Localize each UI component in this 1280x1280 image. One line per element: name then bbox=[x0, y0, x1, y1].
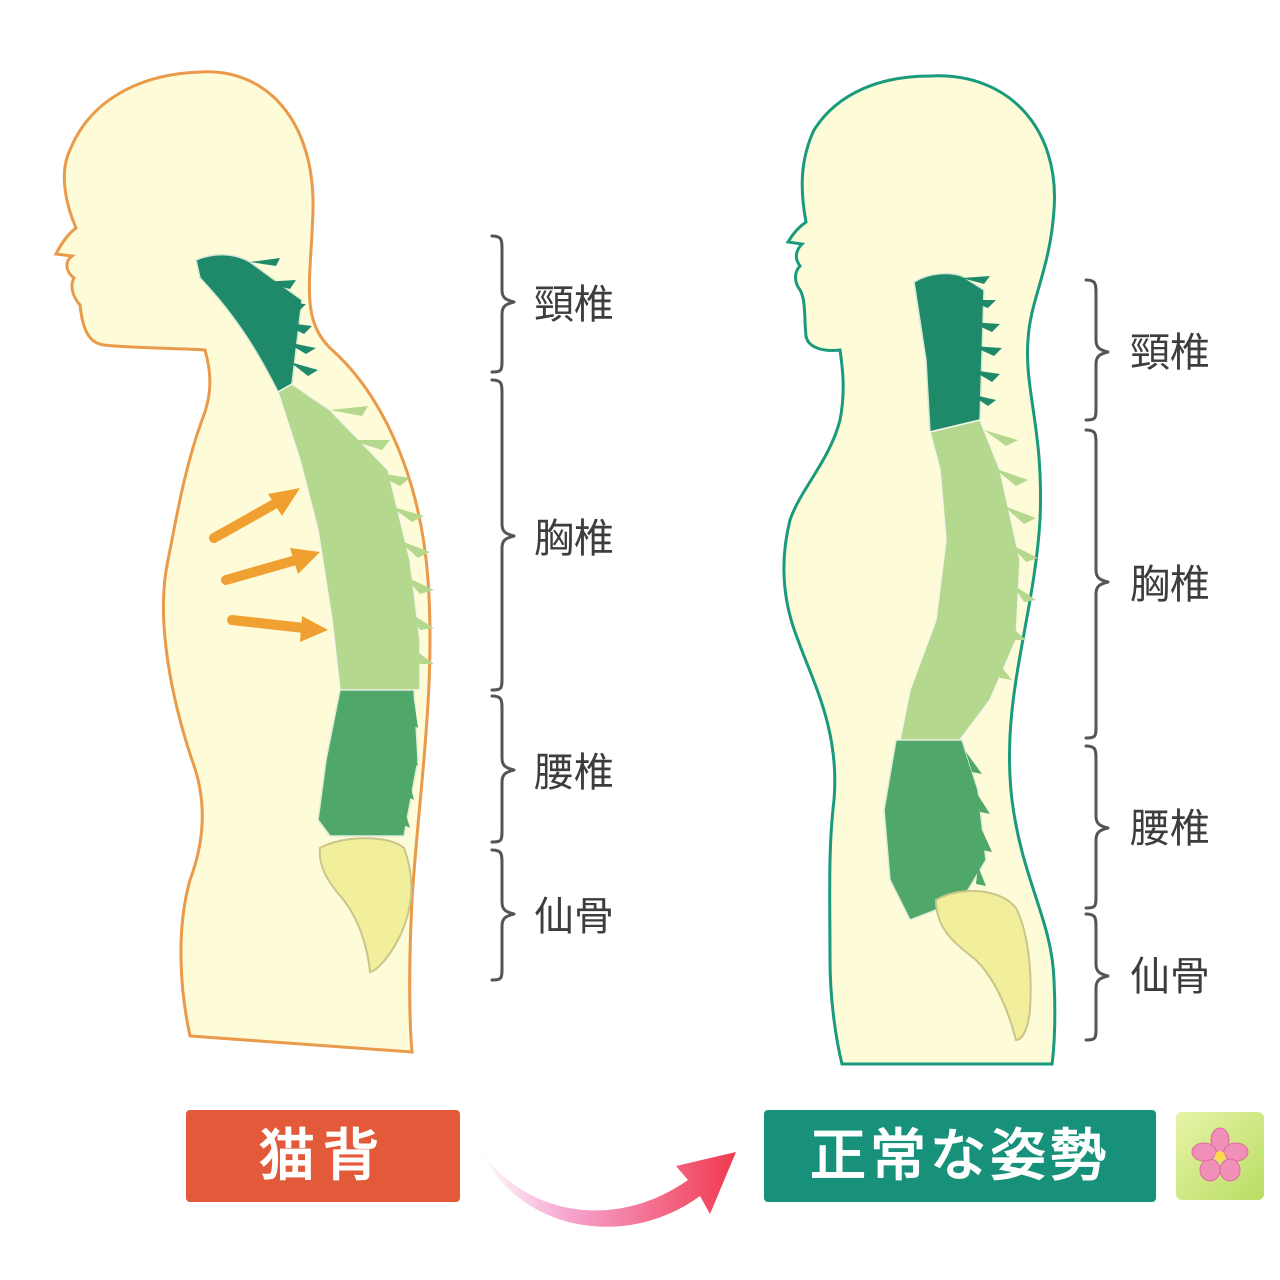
left-badge-label: 猫背 bbox=[259, 1124, 387, 1189]
left-label-sacrum: 仙骨 bbox=[534, 894, 614, 940]
transition-arrow-icon bbox=[480, 1150, 736, 1227]
right-spine bbox=[883, 272, 1038, 1042]
left-figure: 頸椎 胸椎 腰椎 仙骨 bbox=[53, 70, 614, 1054]
left-label-cervical: 頸椎 bbox=[534, 282, 614, 328]
left-spine bbox=[195, 253, 434, 974]
right-thoracic-vertebrae bbox=[899, 419, 1038, 741]
right-label-sacrum: 仙骨 bbox=[1130, 954, 1210, 1000]
left-thoracic-vertebrae bbox=[277, 383, 434, 691]
right-body-silhouette bbox=[782, 74, 1057, 1066]
right-region-braces bbox=[1084, 278, 1110, 1042]
left-badge: 猫背 bbox=[186, 1110, 460, 1202]
left-lumbar-vertebrae bbox=[317, 689, 419, 837]
right-label-lumbar: 腰椎 bbox=[1130, 806, 1210, 852]
left-badge-background bbox=[186, 1110, 460, 1202]
right-label-cervical: 頸椎 bbox=[1130, 330, 1210, 376]
left-label-lumbar: 腰椎 bbox=[534, 750, 614, 796]
right-badge-label: 正常な姿勢 bbox=[810, 1124, 1110, 1189]
right-label-thoracic: 胸椎 bbox=[1130, 562, 1210, 608]
right-sacrum-bone bbox=[934, 890, 1032, 1042]
left-sacrum-bone bbox=[318, 837, 413, 974]
right-badge-background bbox=[764, 1110, 1156, 1202]
orange-arrow-icon bbox=[209, 488, 328, 642]
left-region-braces bbox=[490, 234, 516, 982]
right-badge: 正常な姿勢 bbox=[764, 1110, 1156, 1202]
right-figure: 頸椎 胸椎 腰椎 仙骨 bbox=[782, 74, 1210, 1066]
flower-logo-icon bbox=[1176, 1112, 1264, 1200]
left-label-thoracic: 胸椎 bbox=[534, 516, 614, 562]
